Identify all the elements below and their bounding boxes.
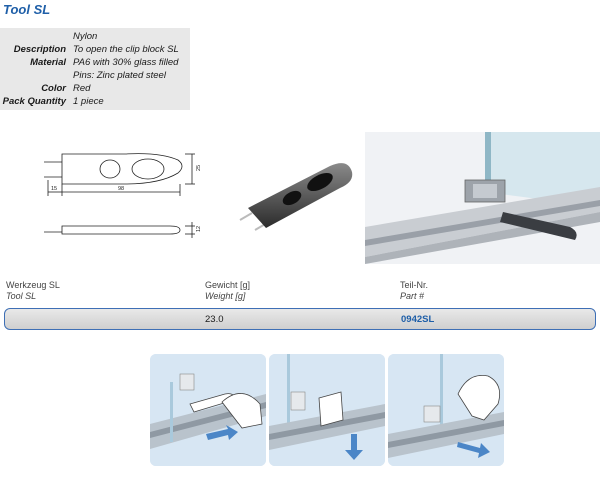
col-header-tool: Werkzeug SL Tool SL	[6, 280, 60, 302]
usage-step-2	[269, 354, 385, 466]
usage-step-3	[388, 354, 504, 466]
col-header-weight: Gewicht [g] Weight [g]	[205, 280, 250, 302]
col-header-en: Tool SL	[6, 291, 37, 301]
dimension-25: 25	[196, 165, 202, 171]
part-number: 0942SL	[401, 314, 435, 325]
product-title: Tool SL	[3, 2, 51, 17]
product-data-row: 23.0 0942SL	[4, 308, 596, 330]
dimension-15: 15	[51, 186, 57, 192]
col-header-part: Teil-Nr. Part #	[400, 280, 428, 302]
spec-value: 1 piece	[73, 96, 104, 107]
col-header-de: Gewicht [g]	[205, 280, 251, 290]
col-header-en: Weight [g]	[205, 291, 246, 301]
spec-label: Color	[41, 83, 66, 94]
spec-value: To open the clip block SL	[73, 44, 179, 55]
spec-label: Material	[30, 57, 66, 68]
col-header-en: Part #	[400, 291, 425, 301]
rail-photo	[365, 132, 600, 264]
tool-photo	[239, 163, 353, 231]
dimension-12: 12	[196, 226, 202, 232]
spec-value: Nylon	[73, 31, 98, 42]
spec-value: Red	[73, 83, 91, 94]
spec-label: Description	[13, 44, 66, 55]
spec-value: PA6 with 30% glass filled	[73, 57, 179, 68]
col-header-de: Werkzeug SL	[6, 280, 60, 290]
col-header-de: Teil-Nr.	[400, 280, 429, 290]
spec-label: Pack Quantity	[2, 96, 66, 107]
technical-drawing: 15 98 25 12	[44, 153, 202, 238]
spec-value: Pins: Zinc plated steel	[73, 70, 166, 81]
usage-step-1	[150, 354, 266, 466]
dimension-98: 98	[118, 186, 124, 192]
spec-panel: Nylon Description To open the clip block…	[0, 28, 190, 110]
weight-value: 23.0	[205, 314, 224, 325]
